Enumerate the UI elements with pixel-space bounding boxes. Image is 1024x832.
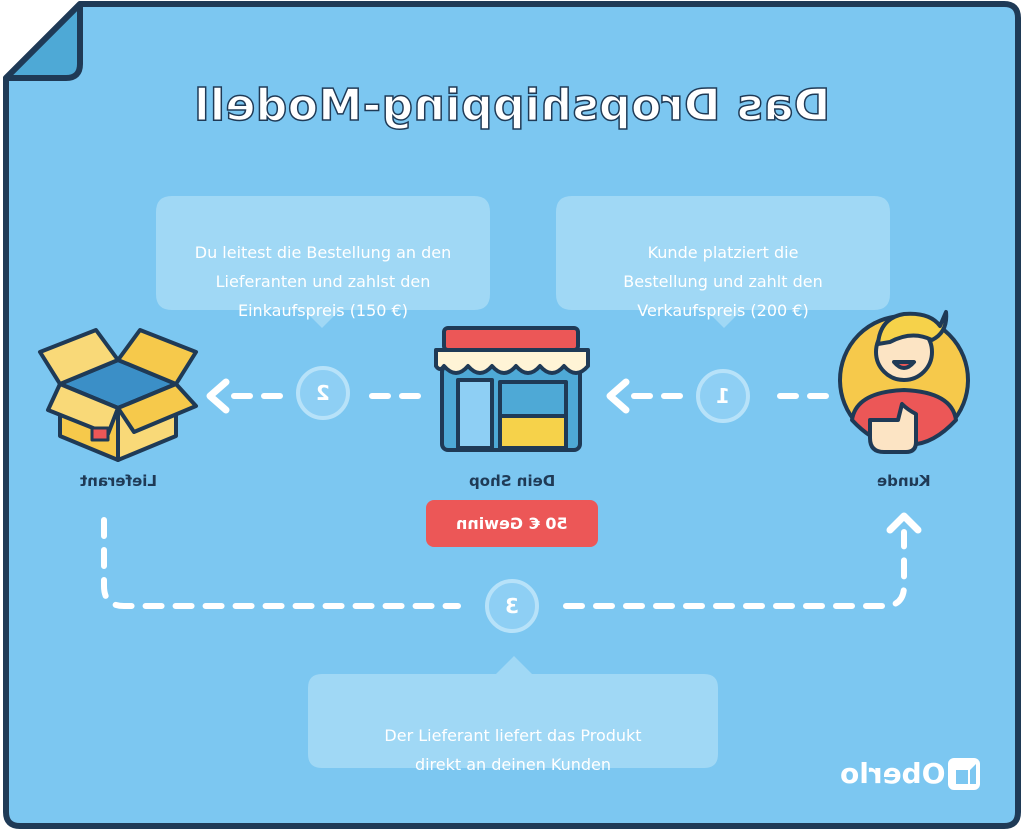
brand-logo: Oberlo (840, 757, 946, 790)
shop-label: Dein Shop (468, 472, 556, 490)
bubble-step-2-shape (156, 196, 490, 328)
step-1-text: Kunde platziert die Bestellung und zahlt… (623, 243, 823, 320)
page-title: Das Dropshipping-Modell (193, 79, 831, 132)
bubble-step-3-shape (308, 656, 718, 768)
step-3-number: 3 (505, 594, 519, 618)
arrow-left-icon (206, 378, 230, 414)
bubble-step-3: Der Lieferant liefert das Produkt direkt… (308, 692, 718, 808)
folded-corner (3, 1, 83, 81)
customer-label: Kunde (877, 472, 931, 490)
step-2-text: Du leitest die Bestellung an den Liefera… (194, 243, 452, 320)
flow-lines (101, 393, 907, 609)
person-thumbs-up-icon (838, 310, 970, 454)
oberlo-logo-icon (948, 758, 980, 790)
open-box-icon (38, 328, 198, 462)
step-1-number: 1 (716, 384, 730, 408)
profit-badge: 50 € Gewinn (456, 514, 568, 533)
step-2-number: 2 (316, 381, 330, 405)
step-2-circle (296, 366, 350, 420)
profit-badge-shape (426, 500, 598, 547)
arrow-up-icon (886, 512, 922, 534)
bubble-step-1-shape (556, 196, 890, 328)
bubble-step-1: Kunde platziert die Bestellung und zahlt… (556, 209, 890, 354)
supplier-label: Lieferant (79, 472, 157, 490)
step-3-text: Der Lieferant liefert das Produkt direkt… (384, 726, 642, 774)
bubble-step-2: Du leitest die Bestellung an den Liefera… (156, 209, 490, 354)
step-1-circle (696, 369, 750, 423)
storefront-icon (434, 326, 590, 452)
step-3-circle (485, 579, 539, 633)
arrow-left-icon (606, 378, 630, 414)
